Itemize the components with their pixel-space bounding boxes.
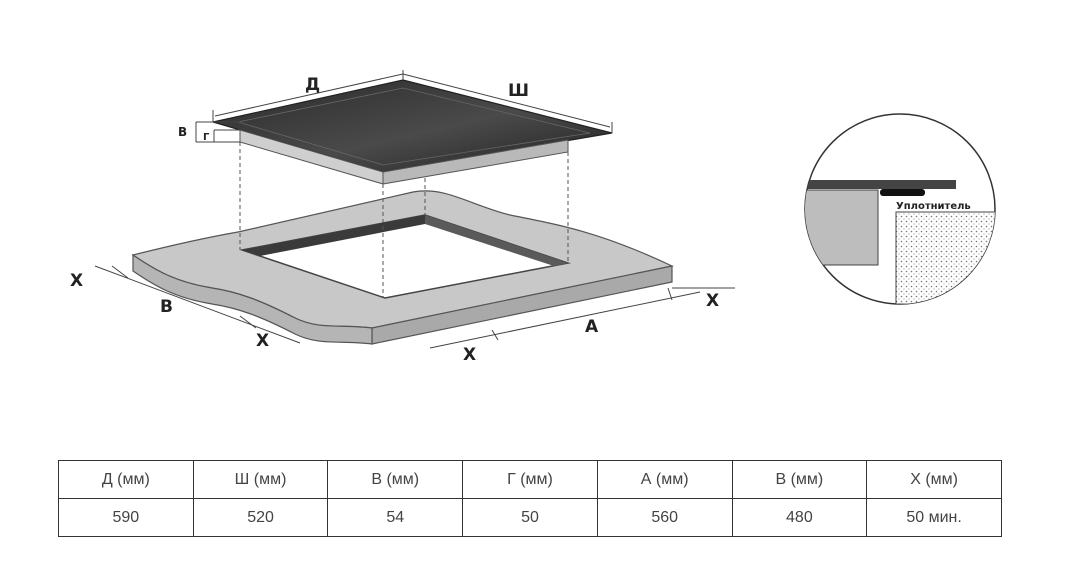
projection-lines (239, 142, 569, 298)
installation-diagram: Д Ш В Г Х В Х Х А Х Уплотнитель (70, 70, 996, 365)
value-cutout-b: 480 (731, 498, 868, 537)
value-width: 520 (192, 498, 329, 537)
label-gap-left-bottom: Х (256, 331, 269, 351)
header-width: Ш (мм) (192, 460, 329, 499)
label-gap-right: Х (706, 291, 719, 311)
label-width: Ш (508, 81, 529, 101)
seal-detail: Уплотнитель (804, 113, 996, 305)
header-gap-x: Х (мм) (866, 460, 1002, 499)
label-cutout-b: В (160, 297, 173, 317)
specs-value-row: 590 520 54 50 560 480 50 мин. (58, 498, 1002, 537)
value-cutout-a: 560 (596, 498, 733, 537)
label-height: В (178, 125, 187, 139)
label-cutout-a: А (585, 317, 599, 337)
specs-table: Д (мм) Ш (мм) В (мм) Г (мм) А (мм) В (мм… (58, 460, 1002, 537)
header-glass-height: Г (мм) (462, 460, 598, 499)
label-gap-front: Х (463, 345, 476, 365)
header-cutout-a: А (мм) (596, 460, 733, 499)
header-height: В (мм) (327, 460, 464, 499)
label-length: Д (305, 75, 320, 95)
value-height: 54 (327, 498, 464, 537)
header-length: Д (мм) (58, 460, 194, 499)
value-glass-height: 50 (462, 498, 598, 537)
label-gap-left-top: Х (70, 271, 83, 291)
label-glass-height: Г (203, 132, 210, 143)
countertop (131, 190, 674, 345)
specs-header-row: Д (мм) Ш (мм) В (мм) Г (мм) А (мм) В (мм… (58, 460, 1002, 499)
dimension-labels: Д Ш В Г Х В Х Х А Х (70, 75, 719, 365)
seal-label: Уплотнитель (896, 201, 971, 212)
value-length: 590 (58, 498, 194, 537)
header-cutout-b: В (мм) (731, 460, 868, 499)
dimension-lines (94, 70, 735, 349)
hob (212, 79, 613, 185)
value-gap-x: 50 мин. (866, 498, 1002, 537)
